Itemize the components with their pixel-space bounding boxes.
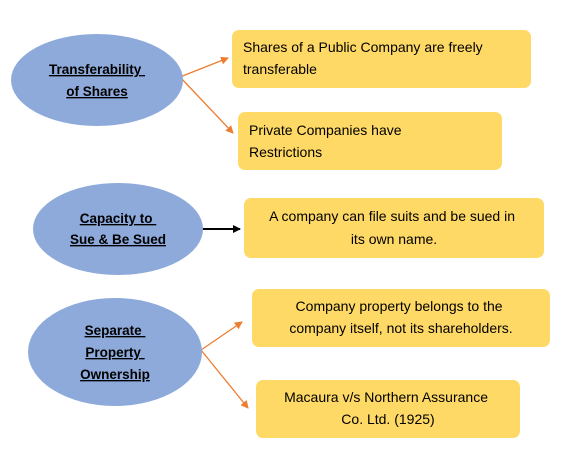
detail-text: Shares of a Public Company are freely tr… bbox=[243, 39, 487, 77]
detail-file-suits: A company can file suits and be sued in … bbox=[244, 198, 544, 258]
concept-label-line: Ownership bbox=[80, 367, 150, 382]
concept-ellipse bbox=[28, 298, 202, 406]
concept-label: Transferability of Shares bbox=[49, 62, 145, 99]
concept-label-line: Capacity to bbox=[80, 211, 153, 226]
detail-text: Macaura v/s Northern Assurance Co. Ltd. … bbox=[284, 389, 492, 427]
detail-text-line: Restrictions bbox=[249, 144, 322, 160]
concept-ellipse bbox=[11, 34, 183, 126]
arrow-transferability-to-public bbox=[179, 56, 229, 78]
detail-text-line: transferable bbox=[243, 61, 317, 77]
concept-label-line: Separate bbox=[85, 323, 143, 338]
detail-text-line: company itself, not its shareholders. bbox=[289, 320, 512, 336]
detail-text-line: Private Companies have bbox=[249, 122, 402, 138]
detail-property-belongs: Company property belongs to the company … bbox=[252, 289, 550, 347]
detail-text: Private Companies have Restrictions bbox=[249, 122, 405, 160]
detail-box bbox=[252, 289, 550, 347]
arrow-property-to-macaura bbox=[200, 349, 249, 409]
concept-label-line: of Shares bbox=[66, 84, 128, 99]
concept-label-line: Transferability bbox=[49, 62, 142, 77]
detail-text-line: Co. Ltd. (1925) bbox=[341, 411, 434, 427]
detail-text-line: Shares of a Public Company are freely bbox=[243, 39, 483, 55]
detail-text-line: Macaura v/s Northern Assurance bbox=[284, 389, 488, 405]
detail-private-restrictions: Private Companies have Restrictions bbox=[238, 112, 502, 170]
concept-transferability: Transferability of Shares bbox=[11, 34, 183, 126]
detail-text-line: Company property belongs to the bbox=[296, 298, 503, 314]
concept-label-line: Sue & Be Sued bbox=[70, 232, 166, 247]
concept-label: Capacity to Sue & Be Sued bbox=[70, 211, 166, 247]
detail-text: Company property belongs to the company … bbox=[289, 298, 512, 336]
detail-box bbox=[232, 30, 531, 88]
concept-capacity: Capacity to Sue & Be Sued bbox=[33, 183, 203, 275]
arrow-property-to-belongs bbox=[200, 321, 243, 351]
detail-macaura-case: Macaura v/s Northern Assurance Co. Ltd. … bbox=[256, 380, 520, 438]
detail-box bbox=[256, 380, 520, 438]
detail-box bbox=[238, 112, 502, 170]
detail-text: A company can file suits and be sued in … bbox=[269, 208, 519, 247]
arrow-transferability-to-private bbox=[179, 76, 234, 134]
concept-property: Separate Property Ownership bbox=[28, 298, 202, 406]
concept-ellipse bbox=[33, 183, 203, 275]
concept-label-line: Property bbox=[85, 345, 141, 360]
detail-text-line: its own name. bbox=[351, 231, 437, 247]
connector-arrows bbox=[179, 56, 249, 409]
detail-box bbox=[244, 198, 544, 258]
detail-public-shares: Shares of a Public Company are freely tr… bbox=[232, 30, 531, 88]
detail-text-line: A company can file suits and be sued in bbox=[269, 208, 515, 224]
concept-label: Separate Property Ownership bbox=[80, 323, 150, 382]
